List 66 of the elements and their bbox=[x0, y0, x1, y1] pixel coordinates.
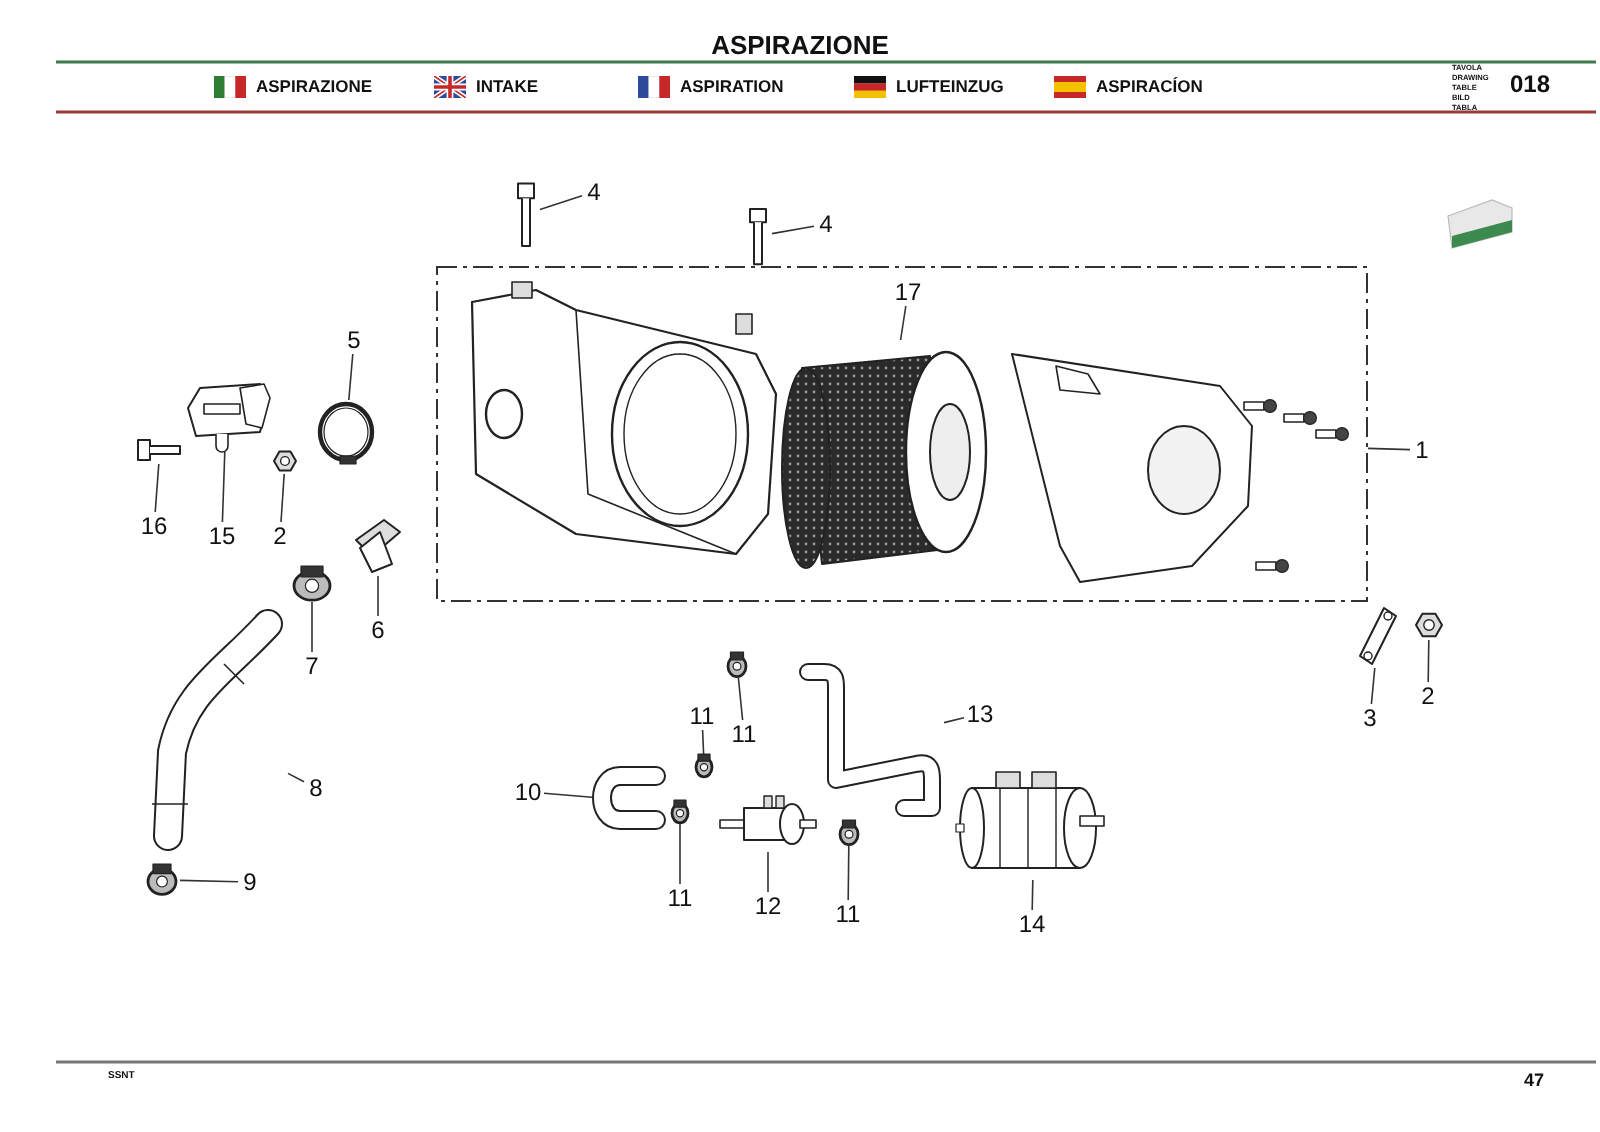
callout-number: 6 bbox=[366, 616, 390, 644]
callout-number: 4 bbox=[814, 210, 838, 238]
callout-number: 7 bbox=[300, 652, 324, 680]
leader-line bbox=[771, 225, 815, 235]
leader-line bbox=[737, 677, 744, 721]
hose-drawing bbox=[800, 660, 944, 820]
callout-number: 10 bbox=[512, 778, 544, 806]
callout-number: 8 bbox=[304, 774, 328, 802]
hose-clamp-drawing bbox=[290, 566, 334, 602]
leader-line bbox=[1031, 879, 1034, 911]
hose-clamp-drawing bbox=[316, 400, 376, 464]
bolt-drawing bbox=[136, 436, 184, 464]
callout-number: 9 bbox=[238, 868, 262, 896]
language-label: INTAKE bbox=[476, 78, 539, 97]
hose-clip-drawing bbox=[668, 800, 692, 824]
language-label: ASPIRATION bbox=[680, 78, 784, 97]
nut-drawing bbox=[1414, 610, 1444, 640]
screw-drawing bbox=[512, 180, 540, 248]
callout-number: 15 bbox=[206, 522, 238, 550]
leader-line bbox=[767, 851, 769, 893]
callout-number: 11 bbox=[832, 900, 864, 928]
leader-line bbox=[154, 463, 160, 513]
callout-number: 3 bbox=[1358, 704, 1382, 732]
screw-drawing bbox=[744, 206, 772, 266]
callout-number: 11 bbox=[664, 884, 696, 912]
leader-line bbox=[1367, 447, 1411, 451]
page-title: ASPIRAZIONE bbox=[709, 30, 891, 60]
callout-number: 2 bbox=[268, 522, 292, 550]
leader-line bbox=[179, 879, 239, 883]
leader-line bbox=[280, 473, 285, 523]
hose-clip-drawing bbox=[724, 652, 750, 678]
leader-line bbox=[311, 601, 313, 653]
callout-number: 4 bbox=[582, 178, 606, 206]
language-label: ASPIRAZIONE bbox=[256, 78, 373, 97]
hose-clip-drawing bbox=[692, 754, 716, 778]
hose-clip-drawing bbox=[836, 820, 862, 846]
leader-line bbox=[543, 792, 593, 798]
language-label: LUFTEINZUG bbox=[896, 78, 1004, 97]
page-number: 47 bbox=[1524, 1070, 1545, 1090]
callout-number: 1 bbox=[1410, 436, 1434, 464]
leader-line bbox=[1427, 639, 1430, 683]
callout-number: 5 bbox=[342, 326, 366, 354]
callout-number: 2 bbox=[1416, 682, 1440, 710]
leader-line bbox=[899, 305, 907, 341]
callout-number: 11 bbox=[728, 720, 760, 748]
leader-line bbox=[701, 729, 705, 755]
callout-number: 11 bbox=[686, 702, 718, 730]
language-label: ASPIRACÍON bbox=[1096, 78, 1203, 97]
hose-clamp-drawing bbox=[144, 864, 180, 896]
leader-line bbox=[1370, 667, 1376, 705]
leader-line bbox=[287, 772, 305, 783]
leader-line bbox=[847, 845, 850, 901]
leader-line bbox=[943, 717, 965, 724]
leader-line bbox=[539, 195, 583, 211]
leader-line bbox=[679, 823, 681, 885]
bracket-drawing bbox=[1356, 604, 1400, 668]
assembly-outline bbox=[436, 266, 1368, 602]
table-number: 018 bbox=[1510, 72, 1551, 98]
callout-number: 16 bbox=[138, 512, 170, 540]
callout-number: 14 bbox=[1016, 910, 1048, 938]
nut-drawing bbox=[272, 448, 298, 474]
callout-number: 17 bbox=[892, 278, 924, 306]
callout-number: 13 bbox=[964, 700, 996, 728]
leader-line bbox=[348, 353, 354, 401]
callout-number: 12 bbox=[752, 892, 784, 920]
leader-line bbox=[377, 575, 379, 617]
